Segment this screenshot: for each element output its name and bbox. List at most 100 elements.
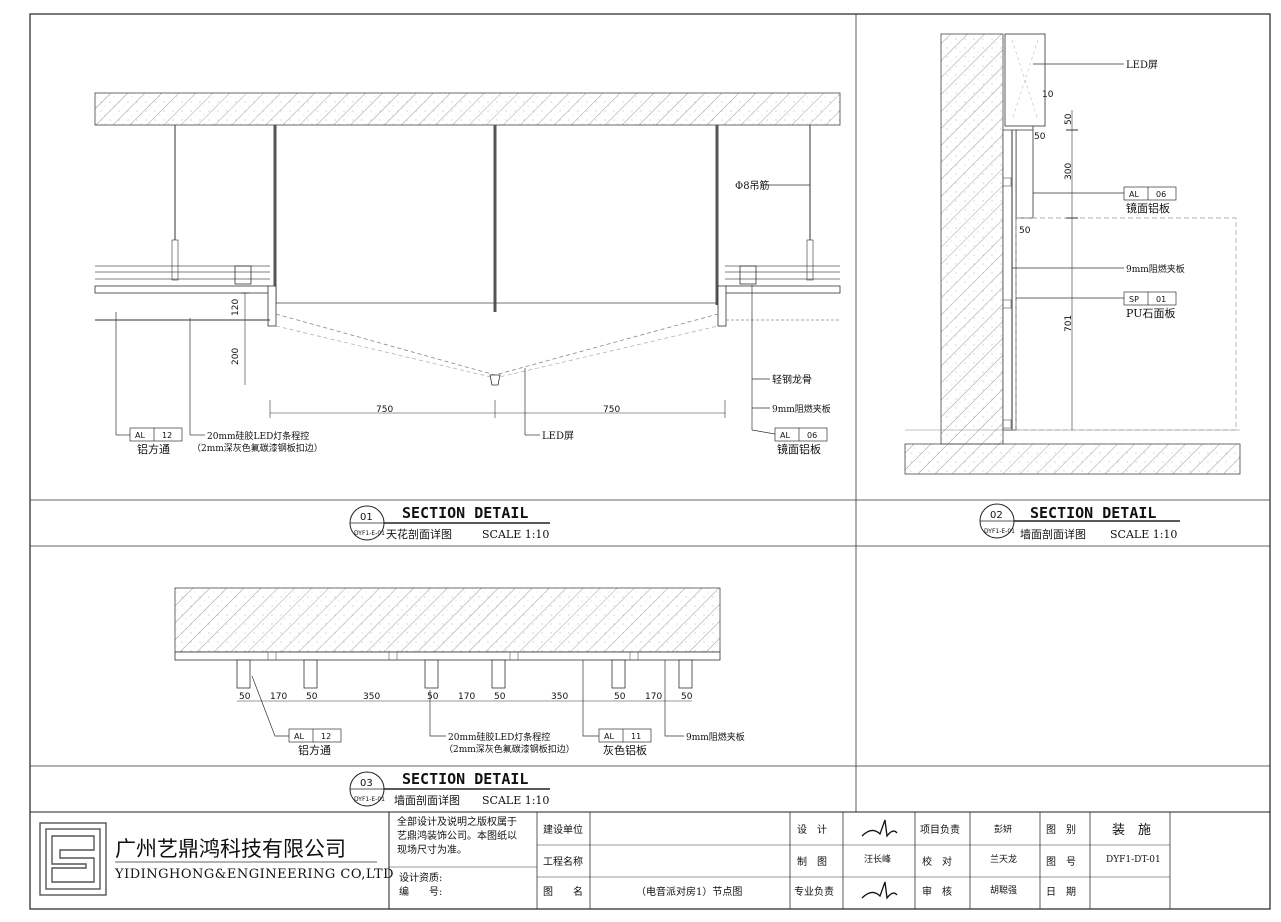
- drawing-text: AL: [780, 431, 790, 440]
- rod-label: Φ8吊筋: [735, 179, 770, 192]
- drawing-text: 50: [239, 692, 251, 702]
- drawing-text: DYF1-E-01: [354, 796, 385, 803]
- drawing-text: 全部设计及说明之版权属于: [397, 815, 517, 828]
- board-label-2: 9mm阻燃夹板: [1126, 263, 1185, 275]
- drawing-text: 06: [1156, 190, 1166, 199]
- dim-120: 120: [231, 299, 241, 316]
- drawing-text: 图 名: [543, 885, 583, 898]
- drawing-text: SCALE 1:10: [1110, 528, 1177, 541]
- company-logo: [39, 822, 107, 896]
- drawing-text: 设 计: [797, 823, 827, 836]
- drawing-text: 专业负责: [794, 885, 834, 898]
- drawing-text: SECTION DETAIL: [1030, 504, 1156, 522]
- drawing-text: AL: [1129, 190, 1139, 199]
- drawing-text: AL: [135, 431, 145, 440]
- title-detail-01: 01 DYF1-E-01 SECTION DETAIL 天花剖面详图 SCALE…: [349, 504, 550, 541]
- dim-200: 200: [231, 348, 241, 365]
- drawing-text: 编 号:: [399, 885, 442, 898]
- drawing-text: 图 号: [1046, 856, 1076, 868]
- drawing-text: 170: [645, 692, 662, 702]
- drawing-type: 装 施: [1112, 823, 1151, 838]
- dim-300: 300: [1064, 163, 1074, 180]
- drawing-text: 50: [614, 692, 626, 702]
- drawing-text: 胡聪强: [990, 884, 1017, 896]
- drawing-text: 01: [1156, 295, 1166, 304]
- sheet-border: [29, 13, 1271, 910]
- strip-label-3b: （2mm深灰色氟碳漆钢板扣边）: [444, 743, 575, 755]
- tag-al11: AL 11 灰色铝板: [598, 728, 652, 757]
- drawing-text: SP: [1129, 295, 1139, 304]
- drawing-text: 审 核: [922, 885, 952, 898]
- keel-label: 轻钢龙骨: [772, 373, 812, 386]
- dim-10: 10: [1042, 90, 1054, 100]
- led-label-2: LED屏: [1126, 59, 1158, 71]
- title-detail-02: 02 DYF1-E-01 SECTION DETAIL 墙面剖面详图 SCALE…: [979, 503, 1180, 541]
- drawing-text: 12: [162, 431, 172, 440]
- drawing-text: 现场尺寸为准。: [397, 843, 467, 856]
- tag-al12-left: AL 12 铝方通: [129, 427, 183, 456]
- drawing-text: DYF1-E-01: [354, 530, 385, 537]
- drawing-text: 06: [807, 431, 817, 440]
- drawing-text: 11: [631, 732, 641, 741]
- detail-01-ceiling-section: 120 200 750 750 Φ8吊筋 轻钢龙骨 9mm阻燃夹板 LED屏 A…: [94, 92, 841, 456]
- tag-al06-d1: AL 06 镜面铝板: [774, 427, 828, 456]
- drawing-text: 50: [306, 692, 318, 702]
- dim-701: 701: [1064, 315, 1074, 332]
- dim-750-left: 750: [376, 405, 393, 415]
- strip-label-3a: 20mm硅胶LED灯条程控: [448, 731, 550, 743]
- drawing-text: 设计资质:: [399, 871, 442, 884]
- company-name-en: YIDINGHONG&ENGINEERING CO,LTD: [114, 867, 394, 882]
- drawing-text: SECTION DETAIL: [402, 504, 528, 522]
- drawing-text: 镜面铝板: [1126, 201, 1170, 215]
- signature-specialty: [861, 881, 898, 900]
- drawing-text: 墙面剖面详图: [1020, 527, 1086, 541]
- drawing-text: DYF1-E-01: [984, 528, 1015, 535]
- dim-50-mid: 50: [1034, 132, 1046, 142]
- signature-design: [861, 819, 898, 838]
- tag-sp01: SP 01 PU石面板: [1123, 291, 1177, 320]
- drawing-text: 350: [363, 692, 380, 702]
- led-label-1: LED屏: [542, 430, 574, 442]
- drawing-text: AL: [294, 732, 304, 741]
- dim-50-top: 50: [1064, 113, 1074, 125]
- drawing-text: 50: [681, 692, 693, 702]
- drawing-text: 图 别: [1046, 824, 1076, 836]
- drawing-name: （电音派对房1）节点图: [636, 885, 742, 898]
- drawing-text: 墙面剖面详图: [394, 793, 460, 807]
- drawing-text: 01: [360, 512, 373, 523]
- drawing-text: 170: [458, 692, 475, 702]
- dim-50-low: 50: [1019, 226, 1031, 236]
- detail-03-wall-section: 50 170 50 350 50 170 50 350 50 170 50 AL…: [174, 587, 745, 757]
- drawing-text: 灰色铝板: [603, 743, 647, 757]
- drawing-text: 彭妍: [994, 823, 1012, 835]
- drawing-text: 兰天龙: [990, 853, 1017, 865]
- drawing-text: 50: [494, 692, 506, 702]
- drawing-text: SECTION DETAIL: [402, 770, 528, 788]
- detail-02-wall-section: 50 300 701 10 50 50 LED屏 AL 06 镜面铝板 9mm阻…: [904, 33, 1241, 475]
- drawing-text: 建设单位: [543, 823, 583, 836]
- drawing-text: 镜面铝板: [777, 442, 821, 456]
- board-label-1: 9mm阻燃夹板: [772, 403, 831, 415]
- title-detail-03: 03 DYF1-E-01 SECTION DETAIL 墙面剖面详图 SCALE…: [349, 770, 550, 807]
- strip-label-2: （2mm深灰色氟碳漆钢板扣边）: [192, 442, 323, 454]
- drawing-text: 350: [551, 692, 568, 702]
- drawing-text: 铝方通: [137, 442, 170, 456]
- tag-al12-d3: AL 12 铝方通: [288, 728, 342, 757]
- drawing-text: 铝方通: [298, 743, 331, 757]
- drawing-number: DYF1-DT-01: [1106, 855, 1161, 865]
- drawing-text: SCALE 1:10: [482, 794, 549, 807]
- drawing-text: AL: [604, 732, 614, 741]
- title-block: 广州艺鼎鸿科技有限公司 YIDINGHONG&ENGINEERING CO,LT…: [39, 812, 1171, 909]
- drawing-text: 02: [990, 510, 1003, 521]
- drawing-text: 03: [360, 778, 373, 789]
- drawing-text: 50: [427, 692, 439, 702]
- drawing-text: 汪长峰: [864, 853, 891, 865]
- tag-al06-d2: AL 06 镜面铝板: [1123, 186, 1177, 215]
- company-name-cn: 广州艺鼎鸿科技有限公司: [115, 837, 346, 861]
- drawing-text: 170: [270, 692, 287, 702]
- drawing-text: 日 期: [1046, 886, 1076, 898]
- strip-label-1: 20mm硅胶LED灯条程控: [207, 430, 309, 442]
- drawing-text: 艺鼎鸿装饰公司。本图纸以: [397, 829, 517, 842]
- drawing-text: 校 对: [922, 855, 952, 868]
- drawing-text: 项目负责: [920, 823, 960, 836]
